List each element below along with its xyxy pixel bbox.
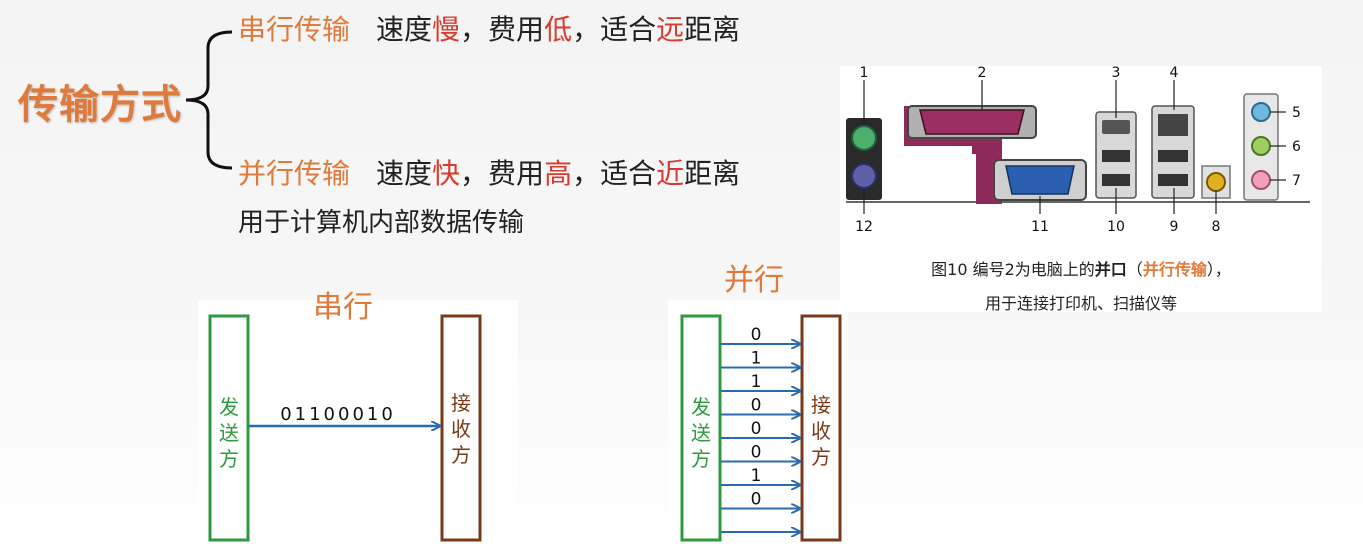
caption-prefix: 图10 编号2为电脑上的 [931, 260, 1095, 279]
parallel-bit-label: 0 [751, 443, 762, 463]
serial-sender-box [208, 314, 250, 542]
caption-bold: 并口 [1094, 260, 1127, 279]
parallel-fit-prefix: ，适合 [572, 157, 657, 190]
serial-sender-char: 发 [219, 395, 239, 419]
line-in-jack-icon [1251, 102, 1271, 122]
parallel-speed-prefix: 速度 [376, 157, 433, 190]
serial-description: 串行传输速度慢，费用低，适合远距离 [238, 8, 740, 48]
lan-port-icon [1158, 114, 1188, 136]
serial-speed: 慢 [432, 13, 461, 46]
parallel-diagram: 发 送 方 接 收 方 0 1 1 0 0 0 1 0 [680, 314, 842, 542]
parallel-bit-label: 0 [751, 325, 762, 345]
parallel-fit: 近 [656, 157, 685, 190]
serial-sender-char: 方 [219, 447, 239, 471]
port-label: 11 [1031, 219, 1049, 235]
parallel-usage-note: 用于计算机内部数据传输 [238, 208, 525, 238]
parallel-cost-prefix: ，费用 [460, 157, 545, 190]
serial-receiver-box [440, 314, 482, 542]
parallel-receiver-char: 接 [811, 393, 831, 417]
parallel-sender-char: 送 [691, 421, 711, 445]
port-label: 6 [1292, 139, 1301, 155]
parallel-fit-suffix: 距离 [684, 157, 741, 190]
serial-sender-char: 送 [219, 421, 239, 445]
photo-caption-line1: 图10 编号2为电脑上的并口（并行传输）， [840, 256, 1322, 280]
serial-receiver-char: 方 [451, 443, 471, 467]
port-label: 10 [1107, 219, 1125, 235]
brace-icon [185, 30, 233, 170]
parallel-speed: 快 [432, 157, 461, 190]
parallel-bit-label: 1 [751, 466, 762, 486]
vga-port-icon [1005, 165, 1075, 195]
usb-port-icon [1158, 174, 1188, 186]
parallel-bit-label: 0 [751, 490, 762, 510]
serial-diagram-title: 串行 [313, 290, 373, 325]
parallel-term: 并行传输 [238, 157, 351, 190]
main-heading: 传输方式 [18, 82, 182, 128]
parallel-sender-char: 方 [691, 447, 711, 471]
parallel-receiver-box [800, 314, 842, 542]
parallel-bit-label: 1 [751, 349, 762, 369]
port-label: 12 [855, 219, 873, 235]
serial-fit: 远 [656, 13, 685, 46]
port-label: 7 [1292, 173, 1301, 189]
line-out-jack-icon [1251, 136, 1271, 156]
port-label: 4 [1170, 66, 1179, 81]
port-label: 5 [1292, 105, 1301, 121]
serial-fit-suffix: 距离 [684, 13, 741, 46]
serial-term: 串行传输 [238, 13, 351, 46]
serial-bit-stream: 01100010 [280, 404, 396, 425]
parallel-description: 并行传输速度快，费用高，适合近距离 [238, 152, 740, 192]
parallel-bit-label: 0 [751, 396, 762, 416]
parallel-sender-box [680, 314, 722, 542]
usb-port-icon [1102, 174, 1130, 186]
ps2-keyboard-port-icon [851, 163, 877, 189]
port-label: 1 [860, 66, 869, 81]
io-panel-illustration: 1 2 3 4 5 6 7 12 11 10 9 8 [846, 66, 1310, 235]
port-label: 8 [1212, 219, 1221, 235]
serial-fit-prefix: ，适合 [572, 13, 657, 46]
serial-receiver-char: 接 [451, 391, 471, 415]
caption-paren-close: ）， [1206, 260, 1231, 279]
parallel-diagram-title: 并行 [724, 263, 784, 298]
parallel-port-icon [919, 109, 1025, 135]
photo-caption-line2: 用于连接打印机、扫描仪等 [984, 294, 1177, 313]
serial-diagram: 发 送 方 接 收 方 01100010 [208, 314, 482, 542]
serial-cost-prefix: ，费用 [460, 13, 545, 46]
serial-cost: 低 [544, 13, 573, 46]
parallel-bit-label: 0 [751, 419, 762, 439]
caption-paren-open: （ [1126, 260, 1143, 279]
port-label: 9 [1170, 219, 1179, 235]
serial-speed-prefix: 速度 [376, 13, 433, 46]
parallel-cost: 高 [544, 157, 573, 190]
port-label: 3 [1112, 66, 1121, 81]
usb-port-icon [1158, 150, 1188, 162]
parallel-sender-char: 发 [691, 395, 711, 419]
parallel-receiver-char: 方 [811, 445, 831, 469]
serial-receiver-char: 收 [451, 417, 471, 441]
parallel-receiver-char: 收 [811, 419, 831, 443]
spdif-port-icon [1206, 172, 1226, 192]
caption-accent: 并行传输 [1142, 260, 1207, 279]
port-label: 2 [978, 66, 987, 81]
usb-port-icon [1102, 150, 1130, 162]
mic-jack-icon [1251, 170, 1271, 190]
parallel-bit-label: 1 [751, 372, 762, 392]
ps2-mouse-port-icon [851, 125, 877, 151]
